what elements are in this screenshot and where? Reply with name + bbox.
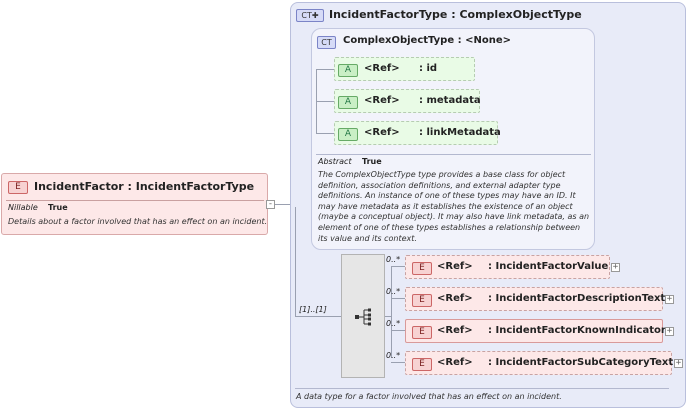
expand-icon[interactable]: + xyxy=(665,294,674,304)
sequence-branch xyxy=(391,330,405,331)
child-badge: E xyxy=(412,358,432,371)
child-name: : IncidentFactorValue xyxy=(488,261,609,272)
expand-icon[interactable]: + xyxy=(611,262,620,272)
child-multiplicity: 0..* xyxy=(386,255,401,264)
child-multiplicity: 0..* xyxy=(386,351,401,360)
child-badge: E xyxy=(412,262,432,275)
attr-connector xyxy=(316,133,334,134)
expand-icon[interactable]: + xyxy=(674,358,683,368)
attribute-badge: A xyxy=(338,96,358,109)
element-divider xyxy=(6,200,264,201)
attribute-badge: A xyxy=(338,64,358,77)
ct-badge-text: CT xyxy=(301,11,312,20)
complex-type-footer: A data type for a factor involved that h… xyxy=(296,392,562,401)
child-badge: E xyxy=(412,326,432,339)
complex-type-title: IncidentFactorType : ComplexObjectType xyxy=(329,8,582,21)
complex-type-footer-divider xyxy=(295,388,669,389)
child-multiplicity: 0..* xyxy=(386,319,401,328)
abstract-value: True xyxy=(362,157,382,166)
sequence-multiplicity: [1]..[1] xyxy=(299,305,327,314)
ct-plus-icon: ✚ xyxy=(311,11,319,20)
child-element-description-text[interactable]: E <Ref> : IncidentFactorDescriptionText xyxy=(405,287,666,311)
complex-type-box: CT✚ IncidentFactorType : ComplexObjectTy… xyxy=(290,2,686,408)
child-ref: <Ref> xyxy=(437,325,473,336)
attribute-ref: <Ref> xyxy=(364,63,400,74)
attr-connector xyxy=(316,69,334,70)
root-element[interactable]: E IncidentFactor : IncidentFactorType Ni… xyxy=(1,173,268,235)
nillable-value: True xyxy=(48,203,68,212)
child-name: : IncidentFactorDescriptionText xyxy=(488,293,666,304)
child-element-subcategory-text[interactable]: E <Ref> : IncidentFactorSubCategoryText xyxy=(405,351,674,375)
attribute-badge: A xyxy=(338,128,358,141)
sequence-branch xyxy=(391,266,392,358)
child-multiplicity: 0..* xyxy=(386,287,401,296)
base-type-divider xyxy=(316,154,591,155)
base-type-badge: CT xyxy=(317,36,336,49)
base-type-description: The ComplexObjectType type provides a ba… xyxy=(318,170,590,243)
attribute-id[interactable]: A <Ref> : id xyxy=(334,57,475,81)
child-element-value[interactable]: E <Ref> : IncidentFactorValue xyxy=(405,255,610,279)
attribute-metadata[interactable]: A <Ref> : metadata xyxy=(334,89,481,113)
collapse-icon[interactable]: - xyxy=(266,199,275,209)
sequence-connector xyxy=(295,207,296,317)
sequence-branch xyxy=(391,298,405,299)
abstract-label: Abstract xyxy=(318,157,352,166)
child-element-known-indicator[interactable]: E <Ref> : IncidentFactorKnownIndicator xyxy=(405,319,666,343)
attribute-ref: <Ref> xyxy=(364,127,400,138)
sequence-icon xyxy=(355,308,371,326)
expand-icon[interactable]: + xyxy=(665,326,674,336)
complex-type-badge: CT✚ xyxy=(296,9,324,22)
child-ref: <Ref> xyxy=(437,357,473,368)
attribute-name: : linkMetadata xyxy=(419,127,501,138)
child-ref: <Ref> xyxy=(437,261,473,272)
attribute-name: : metadata xyxy=(419,95,481,106)
attr-connector xyxy=(316,101,334,102)
sequence-branch xyxy=(391,362,405,363)
child-name: : IncidentFactorSubCategoryText xyxy=(488,357,674,368)
sequence-connector xyxy=(295,316,341,317)
attribute-link-metadata[interactable]: A <Ref> : linkMetadata xyxy=(334,121,501,145)
child-ref: <Ref> xyxy=(437,293,473,304)
element-title: IncidentFactor : IncidentFactorType xyxy=(34,180,255,193)
element-badge: E xyxy=(8,181,28,194)
attribute-name: : id xyxy=(419,63,438,74)
sequence-branch xyxy=(391,266,405,267)
base-type-title: ComplexObjectType : <None> xyxy=(343,35,511,46)
child-name: : IncidentFactorKnownIndicator xyxy=(488,325,666,336)
base-type-box: CT ComplexObjectType : <None> A <Ref> : … xyxy=(311,28,595,250)
child-badge: E xyxy=(412,294,432,307)
element-description: Details about a factor involved that has… xyxy=(8,217,268,226)
connector-root xyxy=(275,204,290,205)
attribute-ref: <Ref> xyxy=(364,95,400,106)
sequence-compositor[interactable] xyxy=(341,254,385,378)
nillable-label: Nillable xyxy=(8,203,38,212)
sequence-branch xyxy=(385,316,391,317)
